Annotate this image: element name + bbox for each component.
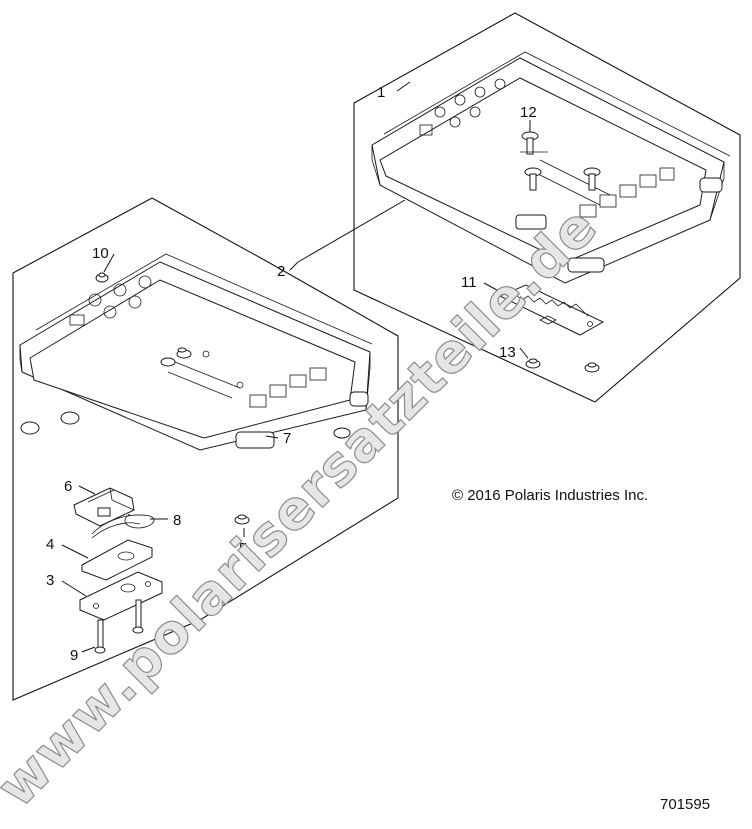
callout-8: 8 [173, 512, 181, 529]
bolt-9-group [94, 599, 144, 654]
callout-13: 13 [499, 344, 516, 361]
pad-4 [81, 539, 153, 581]
callout-11: 11 [461, 274, 477, 291]
seat-base-upper [371, 51, 731, 284]
seat-base-lower [19, 253, 373, 451]
latch-6 [73, 487, 135, 527]
bumper-group [20, 411, 351, 439]
nut-10 [95, 272, 109, 283]
copyright-text: © 2016 Polaris Industries Inc. [452, 487, 648, 504]
callout-5: 5 [239, 540, 247, 557]
bracket-3 [79, 571, 163, 621]
callout-4: 4 [46, 536, 54, 553]
callout-3: 3 [46, 572, 54, 589]
plate-11 [498, 284, 605, 336]
callout-2: 2 [277, 263, 285, 280]
callout-7: 7 [283, 430, 291, 447]
callout-6: 6 [64, 478, 72, 495]
callout-9: 9 [70, 647, 78, 664]
document-number: 701595 [660, 796, 710, 813]
assembly-frame-2 [12, 197, 399, 701]
connector-line [297, 199, 406, 263]
assembly-frame-1 [353, 12, 741, 403]
callout-1: 1 [377, 84, 385, 101]
callout-10: 10 [92, 245, 109, 262]
callout-12: 12 [520, 104, 537, 121]
leader-lines [61, 81, 531, 653]
nut-13-group [525, 358, 600, 373]
spring-8 [91, 513, 155, 539]
washer-5 [234, 514, 250, 525]
